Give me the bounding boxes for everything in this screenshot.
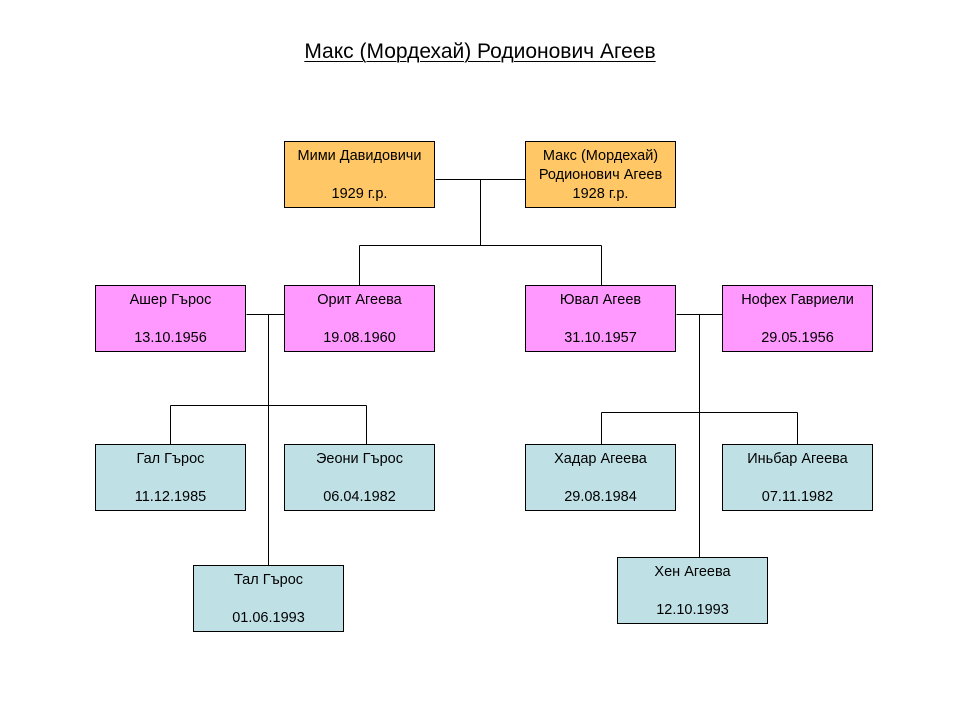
person-name: Гал Гърос [136,451,205,467]
person-date: 07.11.1982 [761,489,834,505]
person-name: Нофех Гавриели [741,292,854,308]
person-name: Хен Агеева [654,564,731,580]
person-box-hen[interactable]: Хен Агеева 12.10.1993 [617,557,768,624]
person-date: 1929 г.р. [331,186,388,202]
person-box-gal[interactable]: Гал Гърос 11.12.1985 [95,444,246,511]
diagram-title: Макс (Мордехай) Родионович Агеев [304,40,656,63]
person-name: Орит Агеева [317,292,402,308]
person-box-hadar[interactable]: Хадар Агеева 29.08.1984 [525,444,676,511]
person-name: Ювал Агеев [559,292,642,308]
person-date: 19.08.1960 [323,330,396,346]
person-date: 29.08.1984 [564,489,637,505]
person-date: 01.06.1993 [232,610,305,626]
person-date: 29.05.1956 [761,330,834,346]
person-box-inbar[interactable]: Иньбар Агеева 07.11.1982 [722,444,873,511]
person-name: Тал Гърос [233,572,304,588]
person-date: 11.12.1985 [134,489,207,505]
person-box-mimi[interactable]: Мими Давидовичи 1929 г.р. [284,141,435,208]
person-date: 06.04.1982 [323,489,396,505]
person-name-line2: Родионович Агеев [538,167,663,183]
person-box-eoni[interactable]: Эеони Гърос 06.04.1982 [284,444,435,511]
person-box-orit[interactable]: Орит Агеева 19.08.1960 [284,285,435,352]
person-date: 12.10.1993 [656,602,729,618]
person-name: Мими Давидовичи [297,148,422,164]
person-name: Хадар Агеева [554,451,647,467]
person-name: Эеони Гърос [316,451,403,467]
person-box-nofeh[interactable]: Нофех Гавриели 29.05.1956 [722,285,873,352]
person-date: 13.10.1956 [134,330,207,346]
person-box-yuval[interactable]: Ювал Агеев 31.10.1957 [525,285,676,352]
person-date: 1928 г.р. [572,186,629,202]
person-name: Ашер Гърос [129,292,212,308]
person-date: 31.10.1957 [564,330,637,346]
person-box-maks[interactable]: Макс (Мордехай) Родионович Агеев 1928 г.… [525,141,676,208]
person-box-asher[interactable]: Ашер Гърос 13.10.1956 [95,285,246,352]
person-name-line1: Макс (Мордехай) [542,148,659,164]
person-name: Иньбар Агеева [747,451,848,467]
person-box-tal[interactable]: Тал Гърос 01.06.1993 [193,565,344,632]
